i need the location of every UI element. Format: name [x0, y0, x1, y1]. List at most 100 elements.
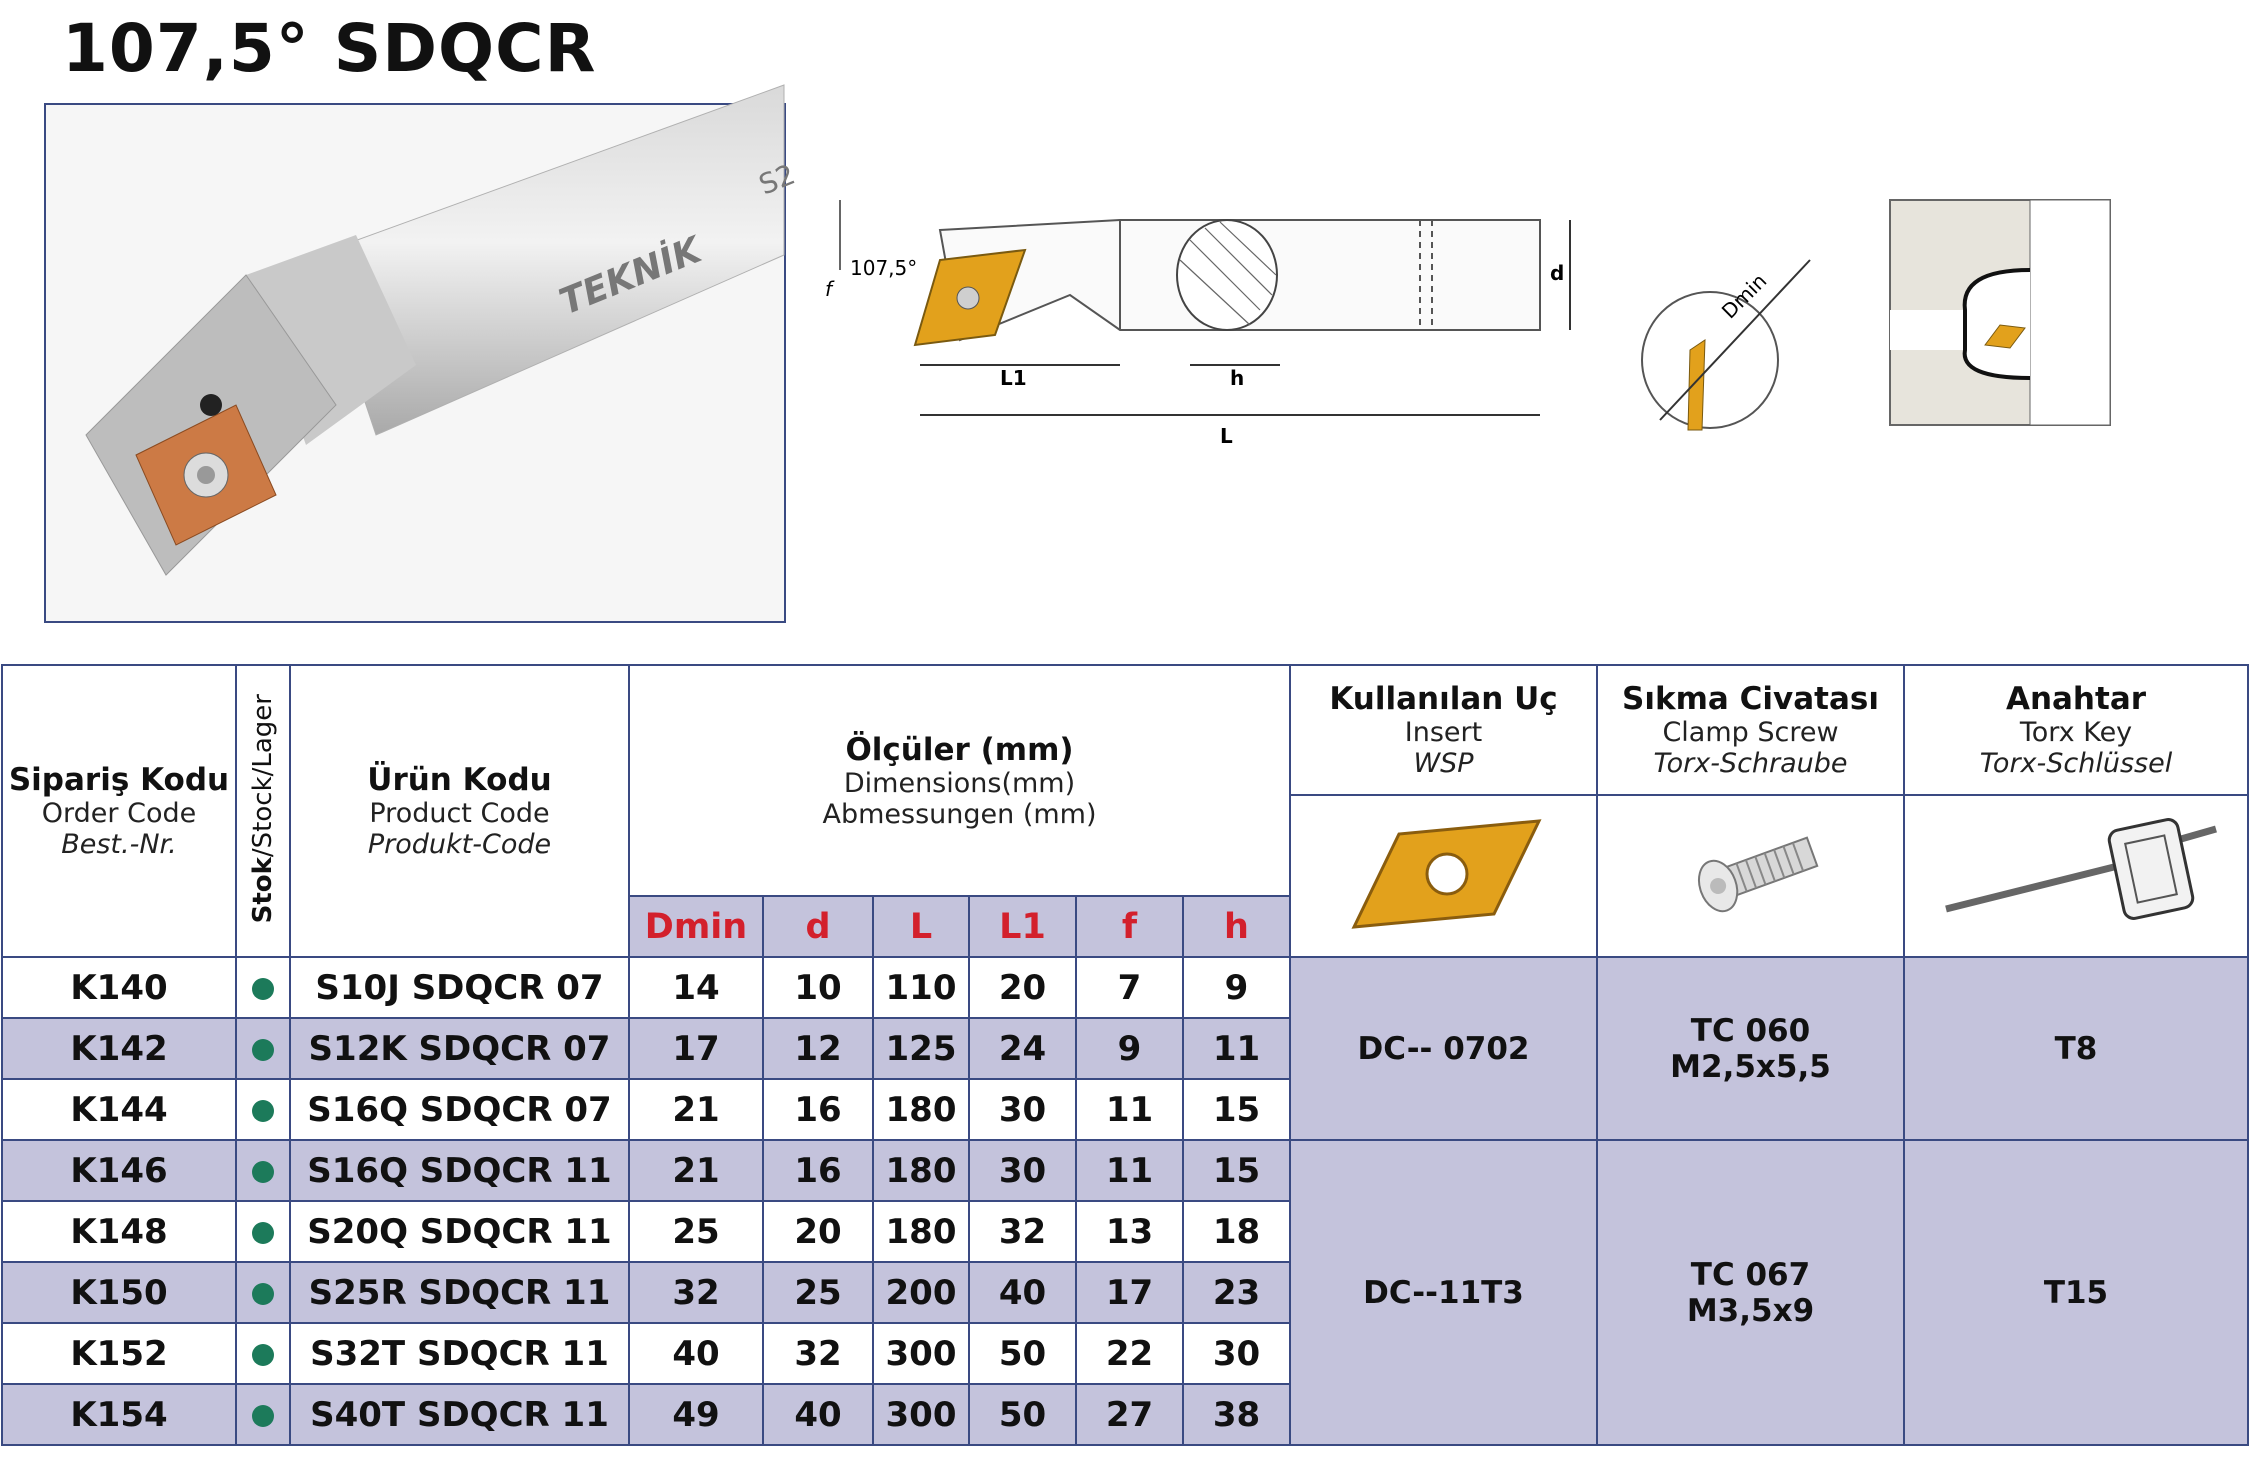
d-value: 25	[762, 1261, 874, 1324]
torx-key-header-tr: Anahtar	[2005, 681, 2147, 717]
l-value: 200	[872, 1261, 970, 1324]
order-code: K152	[1, 1322, 237, 1385]
d-value: 40	[762, 1383, 874, 1446]
d-value: 12	[762, 1017, 874, 1080]
stock-dot-icon	[252, 1161, 274, 1183]
insert-header-tr: Kullanılan Uç	[1329, 681, 1558, 717]
l-value: 180	[872, 1078, 970, 1141]
dimensions-header: Ölçüler (mm) Dimensions(mm) Abmessungen …	[628, 663, 1291, 898]
h-value: 18	[1182, 1200, 1291, 1263]
l-value: 180	[872, 1139, 970, 1202]
insert-header-de: WSP	[1413, 748, 1474, 779]
stock-dot-icon	[252, 1405, 274, 1427]
h-value: 9	[1182, 956, 1291, 1019]
l1-value: 40	[968, 1261, 1077, 1324]
h-value: 15	[1182, 1078, 1291, 1141]
d-value: 10	[762, 956, 874, 1019]
stock-dot-icon	[252, 1039, 274, 1061]
label-f: f	[825, 277, 835, 301]
l1-value: 20	[968, 956, 1077, 1019]
stock-indicator	[235, 1322, 291, 1385]
l-value: 110	[872, 956, 970, 1019]
technical-drawing: f 107,5° d L1 h L Dmin	[820, 199, 2120, 460]
order-code: K140	[1, 956, 237, 1019]
l-value: 180	[872, 1200, 970, 1263]
dimensions-header-de: Abmessungen (mm)	[822, 798, 1097, 830]
clamp-screw-header-de: Torx-Schraube	[1653, 748, 1848, 779]
l1-value: 30	[968, 1139, 1077, 1202]
dmin-value: 32	[628, 1261, 764, 1324]
product-code-header-de: Produkt-Code	[367, 829, 552, 860]
product-code: S12K SDQCR 07	[289, 1017, 630, 1080]
clamp-screw-image	[1596, 794, 1905, 958]
dimensions-header-en: Dimensions(mm)	[843, 767, 1076, 799]
product-code: S16Q SDQCR 07	[289, 1078, 630, 1141]
product-code: S40T SDQCR 11	[289, 1383, 630, 1446]
clamp-screw-value: TC 067 M3,5x9	[1596, 1139, 1905, 1446]
stock-indicator	[235, 1383, 291, 1446]
dmin-value: 25	[628, 1200, 764, 1263]
clamp-screw-value: TC 060 M2,5x5,5	[1596, 956, 1905, 1141]
clamp-screw-line2: M3,5x9	[1686, 1292, 1815, 1329]
product-code: S32T SDQCR 11	[289, 1322, 630, 1385]
dimensions-header-tr: Ölçüler (mm)	[845, 731, 1074, 768]
torx-key-value: T8	[1903, 956, 2249, 1141]
f-value: 13	[1075, 1200, 1184, 1263]
order-code: K148	[1, 1200, 237, 1263]
order-code: K150	[1, 1261, 237, 1324]
table-row: K146 S16Q SDQCR 11 21 16 180 30 11 15 DC…	[1, 1139, 2249, 1446]
l1-value: 50	[968, 1383, 1077, 1446]
clamp-screw-line1: TC 067	[1690, 1256, 1811, 1293]
dim-header-d: d	[762, 895, 874, 958]
product-code: S25R SDQCR 11	[289, 1261, 630, 1324]
stock-indicator	[235, 1078, 291, 1141]
l-value: 300	[872, 1383, 970, 1446]
stock-indicator	[235, 1200, 291, 1263]
stock-indicator	[235, 1017, 291, 1080]
label-L1: L1	[1000, 366, 1027, 390]
order-code: K142	[1, 1017, 237, 1080]
table-row: K142 S12K SDQCR 07 17 12 125 24 9 11	[1, 1017, 2248, 1080]
h-value: 15	[1182, 1139, 1291, 1202]
dmin-value: 21	[628, 1078, 764, 1141]
f-value: 9	[1075, 1017, 1184, 1080]
dmin-value: 49	[628, 1383, 764, 1446]
torx-key-header-en: Torx Key	[2019, 717, 2133, 748]
stock-dot-icon	[252, 1283, 274, 1305]
order-code-header-de: Best.-Nr.	[61, 829, 177, 860]
product-code-header: Ürün Kodu Product Code Produkt-Code	[289, 664, 630, 958]
h-value: 11	[1182, 1017, 1291, 1080]
stock-indicator	[235, 1261, 291, 1324]
insert-header-en: Insert	[1404, 717, 1483, 748]
order-code-header-en: Order Code	[41, 798, 197, 829]
insert-value: DC--11T3	[1289, 1139, 1598, 1446]
l1-value: 50	[968, 1322, 1077, 1385]
dim-header-h: h	[1182, 895, 1291, 958]
insert-header: Kullanılan Uç Insert WSP	[1289, 664, 1598, 796]
label-L: L	[1220, 424, 1233, 448]
dmin-value: 17	[628, 1017, 764, 1080]
order-code: K154	[1, 1383, 237, 1446]
product-code: S16Q SDQCR 11	[289, 1139, 630, 1202]
label-h: h	[1230, 366, 1244, 390]
product-code-header-en: Product Code	[369, 798, 550, 829]
l1-value: 32	[968, 1200, 1077, 1263]
f-value: 7	[1075, 956, 1184, 1019]
torx-key-image	[1903, 794, 2249, 958]
table-row: K154 S40T SDQCR 11 49 40 300 50 27 38	[1, 1383, 2248, 1446]
stock-indicator	[235, 956, 291, 1019]
product-code: S10J SDQCR 07	[289, 956, 630, 1019]
dim-header-l1: L1	[968, 895, 1077, 958]
clamp-screw-header: Sıkma Civatası Clamp Screw Torx-Schraube	[1596, 664, 1905, 796]
clamp-screw-line2: M2,5x5,5	[1670, 1048, 1831, 1085]
stock-header: Stok/Stock/Lager	[235, 664, 291, 958]
clamp-screw-header-en: Clamp Screw	[1662, 717, 1839, 748]
insert-value: DC-- 0702	[1289, 956, 1598, 1141]
label-angle: 107,5°	[850, 256, 917, 280]
order-code-header: Sipariş Kodu Order Code Best.-Nr.	[1, 664, 237, 958]
h-value: 38	[1182, 1383, 1291, 1446]
h-value: 30	[1182, 1322, 1291, 1385]
dim-header-l: L	[872, 895, 970, 958]
stock-indicator	[235, 1139, 291, 1202]
clamp-screw-line1: TC 060	[1690, 1012, 1811, 1049]
